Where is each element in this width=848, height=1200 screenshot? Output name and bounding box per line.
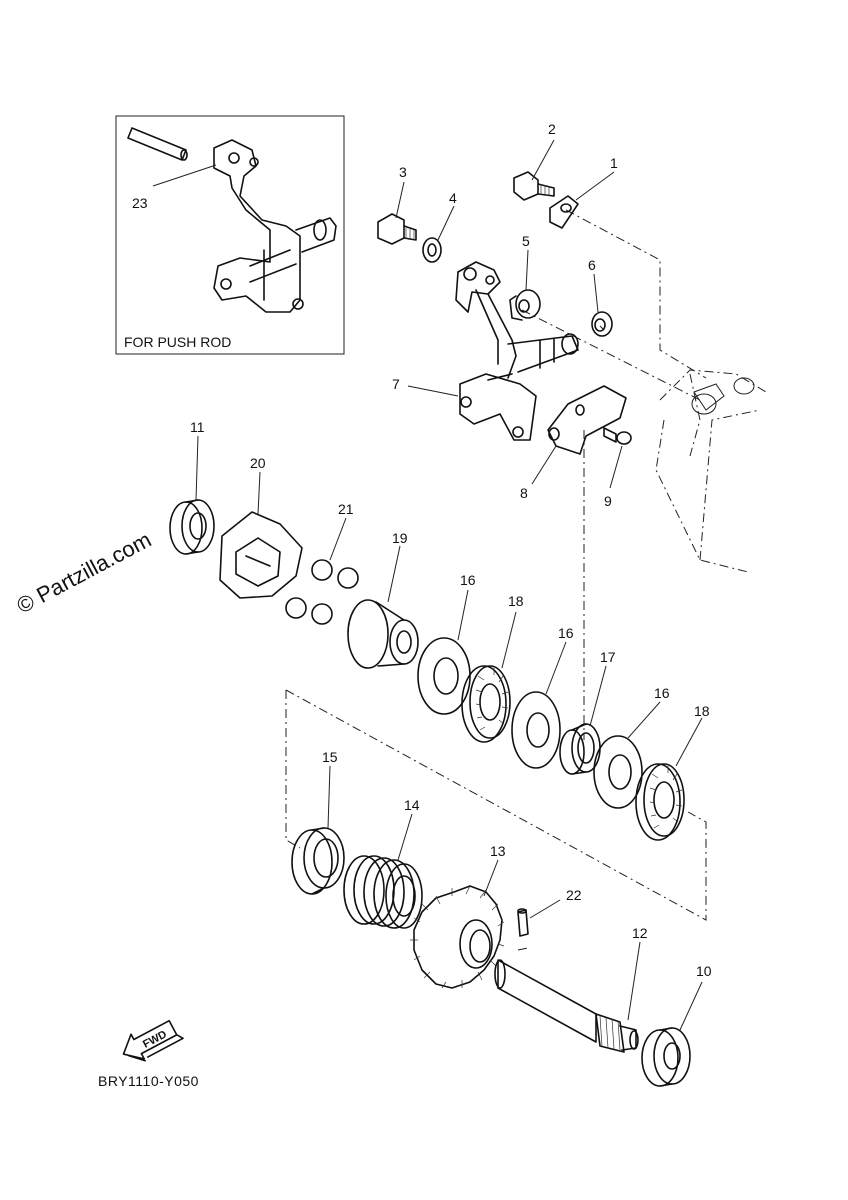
leader-lines — [195, 139, 703, 1031]
callout-14: 14 — [404, 797, 420, 813]
part-1-plate — [549, 195, 579, 229]
part-4-washer — [422, 237, 442, 263]
callout-9: 9 — [604, 493, 612, 509]
part-19-bushing — [347, 599, 419, 669]
part-7-lever-assembly — [455, 261, 579, 441]
callout-23: 23 — [132, 195, 148, 211]
part-15-spring-guide — [291, 827, 345, 895]
callout-10: 10 — [696, 963, 712, 979]
part-9-screw — [603, 427, 632, 445]
part-16-washer-b — [511, 691, 561, 769]
part-12-kick-shaft — [494, 959, 639, 1053]
engine-case-outline — [655, 369, 767, 573]
part-3-bolt — [377, 213, 417, 245]
callout-3: 3 — [399, 164, 407, 180]
callout-11: 11 — [190, 419, 205, 435]
callout-18-b: 18 — [694, 703, 710, 719]
callout-16-c: 16 — [654, 685, 670, 701]
leader-23 — [152, 164, 217, 187]
part-6-seal — [591, 311, 613, 337]
inset-caption: FOR PUSH ROD — [124, 334, 231, 350]
callout-8: 8 — [520, 485, 528, 501]
callout-17: 17 — [600, 649, 616, 665]
diagram-code: BRY1110-Y050 — [98, 1073, 199, 1089]
callout-18-a: 18 — [508, 593, 524, 609]
partzilla-watermark: © Partzilla.com — [13, 527, 156, 619]
callout-22: 22 — [566, 887, 582, 903]
part-14-spring — [343, 855, 423, 929]
part-16-washer-c — [593, 735, 643, 809]
callout-16-b: 16 — [558, 625, 574, 641]
center-lines — [285, 209, 707, 951]
callout-4: 4 — [449, 190, 457, 206]
part-10-bearing — [641, 1027, 691, 1087]
callout-1: 1 — [610, 155, 618, 171]
fwd-arrow-icon: FWD — [122, 1019, 184, 1062]
callout-19: 19 — [392, 530, 408, 546]
callout-12: 12 — [632, 925, 648, 941]
inset-lever-assembly — [213, 139, 337, 313]
part-8-bracket — [547, 385, 627, 455]
callout-13: 13 — [490, 843, 506, 859]
part-5-collar — [509, 289, 541, 321]
part-2-bolt — [513, 171, 555, 201]
callout-numbers: 1 2 3 4 5 6 7 8 9 10 11 12 13 14 15 16 1… — [190, 121, 712, 979]
callout-20: 20 — [250, 455, 266, 471]
callout-7: 7 — [392, 376, 400, 392]
part-22-pin — [517, 908, 529, 937]
callout-21: 21 — [338, 501, 354, 517]
part-18-needle-bearing-b — [635, 763, 685, 841]
inset-push-rod: 23 FOR PUSH ROD — [115, 115, 345, 355]
part-17-collar — [559, 723, 601, 775]
part-11-bearing — [169, 499, 215, 555]
part-13-kick-gear — [410, 885, 505, 989]
push-rod-part — [127, 127, 188, 161]
callout-16-a: 16 — [460, 572, 476, 588]
callout-5: 5 — [522, 233, 530, 249]
callout-2: 2 — [548, 121, 556, 137]
callout-6: 6 — [588, 257, 596, 273]
part-20-ratchet-guide — [219, 511, 303, 599]
part-18-needle-bearing-a — [461, 665, 511, 743]
callout-15: 15 — [322, 749, 338, 765]
part-21-balls — [285, 559, 359, 625]
